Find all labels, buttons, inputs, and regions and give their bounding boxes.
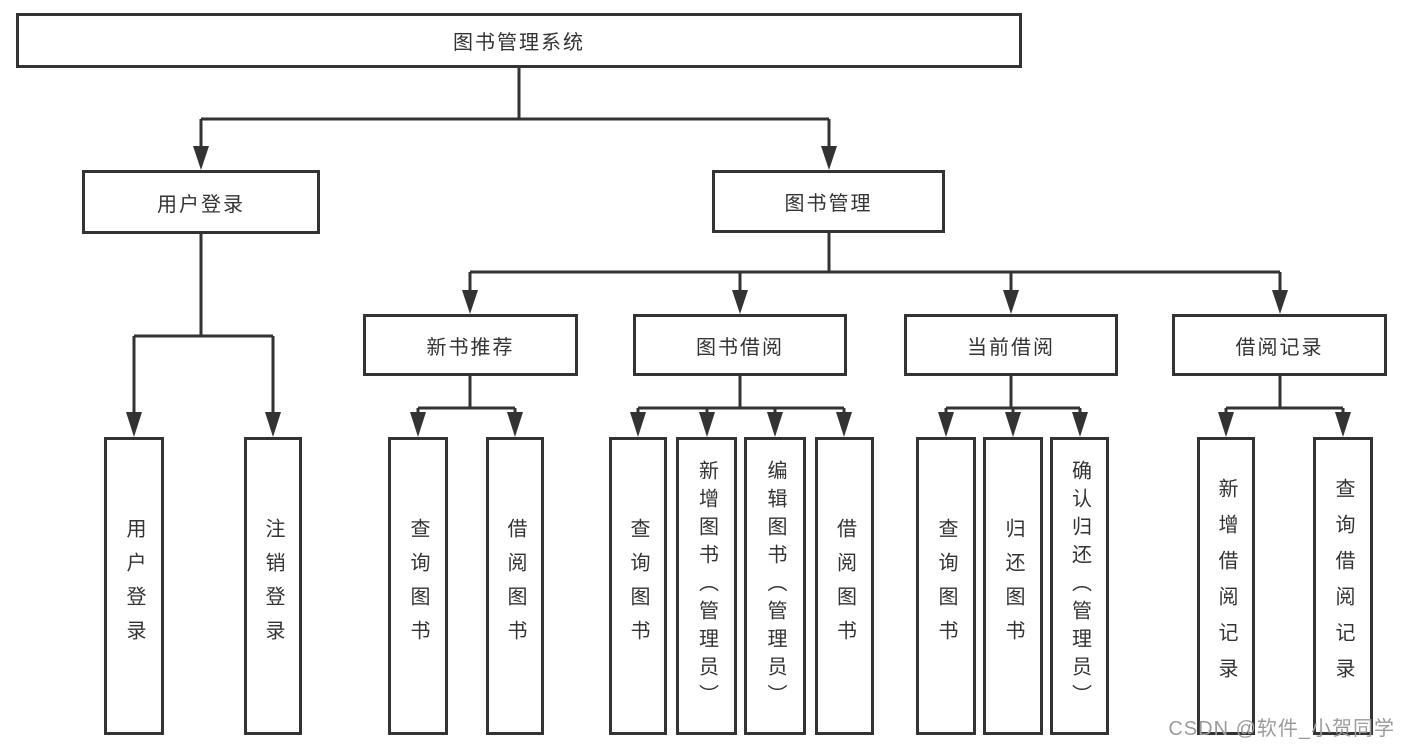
node-label: 用户登录: [123, 518, 145, 654]
leaf-query-borrow-record: 查询借阅记录: [1313, 437, 1373, 735]
node-label: 当前借阅: [967, 336, 1055, 359]
arrowhead-book-mgmt: [821, 146, 837, 170]
node-new-book-recommend: 新书推荐: [363, 314, 578, 376]
node-book-borrowing: 图书借阅: [633, 314, 847, 376]
node-book-management-branch: 图书管理: [712, 170, 945, 233]
leaf-add-borrow-record: 新增借阅记录: [1197, 437, 1255, 735]
arrowhead-leaf-query-book-rec: [410, 412, 426, 437]
node-user-login-branch: 用户登录: [82, 170, 320, 234]
arrowhead-leaf-return-book: [1005, 412, 1021, 437]
connector-new-book-rec-split: [416, 376, 517, 413]
node-current-borrowing: 当前借阅: [904, 314, 1118, 376]
node-label: 查询借阅记录: [1332, 478, 1354, 694]
node-label: 新增图书（管理员）: [695, 460, 718, 712]
node-label: 新增借阅记录: [1215, 478, 1237, 694]
arrowhead-book-borrow: [732, 290, 748, 314]
connector-current-borrow-split: [944, 376, 1082, 413]
node-label: 查询图书: [627, 518, 649, 654]
leaf-logout: 注销登录: [244, 437, 302, 735]
node-label: 用户登录: [157, 193, 245, 216]
node-label: 图书管理: [784, 193, 873, 215]
arrowhead-user-login: [193, 146, 209, 170]
arrowhead-leaf-add-record: [1218, 412, 1234, 437]
leaf-query-books-current: 查询图书: [916, 437, 976, 735]
leaf-return-books: 归还图书: [983, 437, 1043, 735]
arrowhead-borrow-records: [1272, 290, 1288, 314]
node-label: 借阅记录: [1235, 336, 1324, 359]
node-borrowing-records: 借阅记录: [1172, 314, 1387, 376]
node-label: 图书借阅: [696, 336, 784, 359]
arrowhead-leaf-user-login: [126, 412, 142, 437]
connector-book-mgmt-split: [468, 233, 1282, 291]
node-label: 查询图书: [407, 518, 429, 654]
arrowhead-leaf-confirm-return: [1072, 412, 1088, 437]
leaf-borrow-books-recommend: 借阅图书: [486, 437, 544, 735]
node-library-management-system: 图书管理系统: [16, 13, 1022, 68]
node-label: 新书推荐: [426, 336, 515, 359]
leaf-confirm-return-admin: 确认归还（管理员）: [1050, 437, 1109, 735]
arrowhead-leaf-borrow-book-bor: [836, 412, 852, 437]
leaf-borrow-books-borrowing: 借阅图书: [815, 437, 874, 735]
leaf-edit-books-admin: 编辑图书（管理员）: [744, 437, 806, 735]
connector-root-split: [199, 68, 831, 147]
arrowhead-leaf-borrow-book-rec: [507, 412, 523, 437]
connector-book-borrow-split: [636, 376, 846, 413]
node-label: 借阅图书: [504, 518, 526, 654]
node-label: 归还图书: [1002, 518, 1024, 654]
arrowhead-new-book-rec: [462, 290, 478, 314]
node-label: 图书管理系统: [453, 32, 585, 54]
node-label: 确认归还（管理员）: [1068, 460, 1091, 712]
connector-user-login-split: [132, 234, 275, 413]
arrowhead-current-borrow: [1003, 290, 1019, 314]
node-label: 借阅图书: [833, 518, 856, 654]
leaf-query-books-recommend: 查询图书: [388, 437, 448, 735]
connector-borrow-records-split: [1224, 376, 1345, 413]
arrowhead-leaf-edit-book: [767, 412, 783, 437]
arrowhead-leaf-query-book-cur: [938, 412, 954, 437]
arrowhead-leaf-query-record: [1335, 412, 1351, 437]
node-label: 编辑图书（管理员）: [764, 460, 786, 712]
node-label: 查询图书: [935, 518, 957, 654]
leaf-query-books-borrowing: 查询图书: [609, 437, 667, 735]
arrowhead-leaf-logout: [265, 412, 281, 437]
node-label: 注销登录: [262, 518, 284, 654]
csdn-watermark: CSDN @软件_小贺同学: [1168, 718, 1395, 740]
leaf-add-books-admin: 新增图书（管理员）: [676, 437, 737, 735]
arrowhead-leaf-add-book: [699, 412, 715, 437]
arrowhead-leaf-query-book-bor: [630, 412, 646, 437]
leaf-user-login: 用户登录: [104, 437, 164, 735]
